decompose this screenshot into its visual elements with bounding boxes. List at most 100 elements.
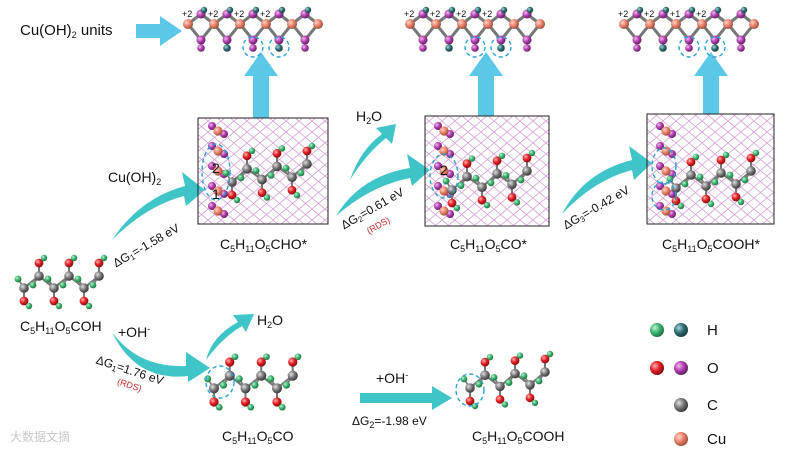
atom-cu: [209, 19, 219, 29]
atom-c: [257, 175, 267, 185]
atom-h: [268, 172, 275, 179]
species-rad1: C5H11O5CO: [222, 428, 294, 446]
atom-h: [547, 351, 553, 357]
atom-h: [742, 177, 749, 184]
atom-cu: [749, 19, 759, 29]
oxidation-state-label: +2: [696, 9, 706, 19]
atom-cu: [697, 19, 707, 29]
atom-h2: [445, 44, 453, 52]
atom-c: [540, 367, 550, 377]
atom-h: [279, 404, 286, 411]
oxidation-state-label: +2: [618, 9, 628, 19]
atom-c: [480, 370, 490, 380]
atom-h: [708, 201, 714, 207]
atom-h: [473, 175, 480, 182]
atom-h: [90, 282, 97, 289]
atom-cu: [619, 19, 629, 29]
atom-c: [94, 271, 104, 281]
atom-cu: [439, 206, 448, 215]
atom-h: [502, 401, 508, 407]
atom-h: [204, 375, 211, 382]
atom-c: [671, 183, 681, 193]
atom-h: [697, 174, 704, 181]
atom-h: [503, 172, 510, 179]
atom-o2: [197, 36, 206, 45]
atom-c: [242, 164, 252, 174]
atom-h2: [253, 7, 259, 13]
atom-c: [477, 182, 487, 192]
atom-h: [682, 181, 689, 188]
atom-h: [30, 282, 37, 289]
atom-h: [279, 145, 285, 151]
molecule: [461, 351, 554, 409]
site-label-2b: 2: [440, 162, 448, 178]
atom-h: [295, 353, 302, 360]
atom-h: [216, 404, 223, 411]
atom-c: [522, 166, 532, 176]
atom-o: [650, 361, 664, 375]
atom-h: [267, 375, 274, 382]
atom-cu: [235, 19, 245, 29]
atom-h: [487, 354, 493, 360]
reagent-oh-1: +OH-: [118, 324, 150, 340]
atom-h: [56, 303, 62, 309]
atom-h2: [497, 44, 505, 52]
atom-h: [220, 382, 227, 389]
legend-label-o: O: [707, 360, 719, 377]
atom-cu: [313, 19, 323, 29]
legend-label-c: C: [707, 397, 718, 414]
oxidation-state-label: +2: [644, 9, 654, 19]
slab-panel1: [183, 7, 323, 57]
oxidation-state-label: +1: [670, 9, 680, 19]
atom-h: [738, 199, 744, 205]
up-arrow-1: [244, 52, 278, 118]
atom-h2: [305, 7, 311, 13]
atom-h2: [423, 7, 429, 13]
atom-h: [283, 382, 290, 389]
atom-cu: [405, 19, 415, 29]
atom-o2: [633, 36, 642, 45]
atom-h: [484, 202, 490, 208]
oxidation-state-label: +2: [404, 9, 414, 19]
atom-h2: [223, 44, 231, 52]
atom-c: [272, 383, 282, 393]
atom-h2: [663, 7, 669, 13]
atom-c: [34, 271, 44, 281]
atom-h: [238, 174, 245, 181]
atom-h: [514, 199, 520, 205]
atom-h: [60, 282, 67, 289]
atom-h2: [201, 7, 207, 13]
atom-h: [251, 382, 258, 389]
atom-h2: [689, 7, 695, 13]
species-ads3: C5H11O5COOH*: [662, 236, 760, 254]
atom-cu: [723, 19, 733, 29]
atom-cu: [674, 432, 688, 446]
atom-o2: [249, 44, 257, 52]
atom-cu: [431, 19, 441, 29]
atom-c: [240, 383, 250, 393]
atom-h: [75, 276, 82, 283]
molecule: [204, 353, 301, 410]
atom-h: [253, 167, 260, 174]
atom-h2: [711, 44, 719, 52]
atom-h: [469, 155, 475, 161]
atom-h: [249, 148, 255, 154]
atom-h: [26, 303, 32, 309]
oxidation-state-label: +2: [456, 9, 466, 19]
atom-c: [674, 398, 688, 412]
atom-cu: [483, 19, 493, 29]
atom-h: [521, 372, 528, 379]
dg2-bottom-label: ΔG2=-1.98 eV: [352, 414, 427, 430]
atom-h: [298, 170, 305, 177]
reagent-cuoh2: Cu(OH)2: [108, 169, 161, 187]
reagent-h2o-bottom: H2O: [257, 312, 283, 330]
oxidation-state-label: +2: [208, 9, 218, 19]
atom-h: [454, 205, 460, 211]
atom-cu: [213, 146, 222, 155]
atom-h: [712, 179, 719, 186]
atom-h: [491, 374, 498, 381]
atom-h: [488, 179, 495, 186]
atom-o2: [445, 36, 454, 45]
atom-o2: [633, 44, 641, 52]
species-ads2: C5H11O5CO*: [450, 236, 527, 254]
